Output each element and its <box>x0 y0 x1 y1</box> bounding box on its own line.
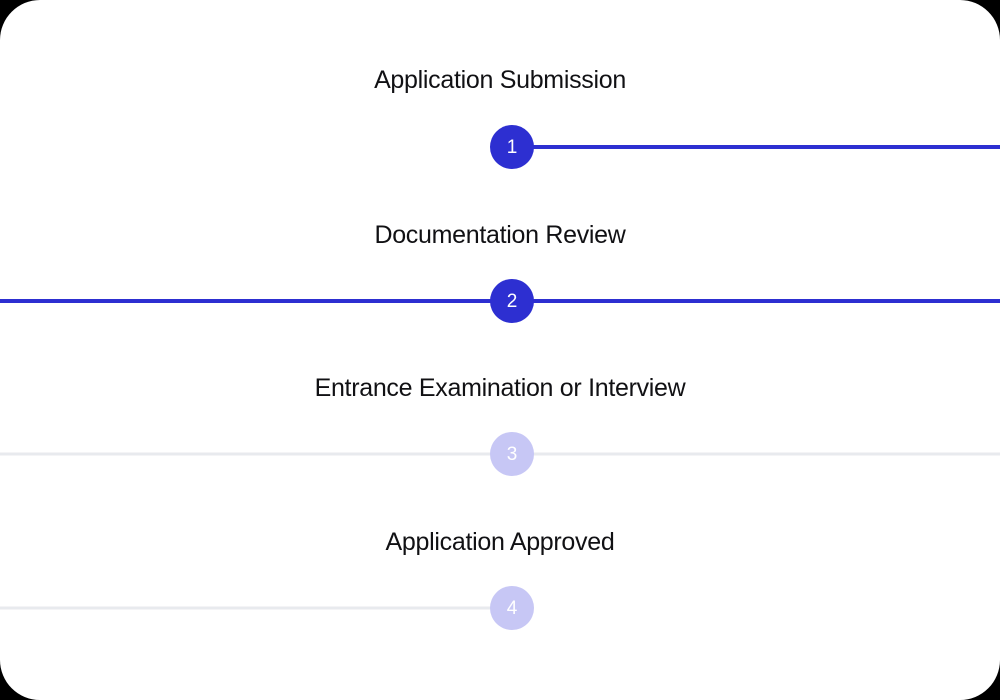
step-node-3[interactable]: 3 <box>490 432 534 476</box>
step-node-2[interactable]: 2 <box>490 279 534 323</box>
step-track-4 <box>0 606 512 610</box>
step-label-1: Application Submission <box>374 66 626 94</box>
step-label-4: Application Approved <box>385 528 615 556</box>
step-node-4[interactable]: 4 <box>490 586 534 630</box>
step-track-1 <box>512 145 1000 149</box>
step-label-2: Documentation Review <box>374 221 626 249</box>
step-node-1[interactable]: 1 <box>490 125 534 169</box>
step-label-3: Entrance Examination or Interview <box>314 374 686 402</box>
